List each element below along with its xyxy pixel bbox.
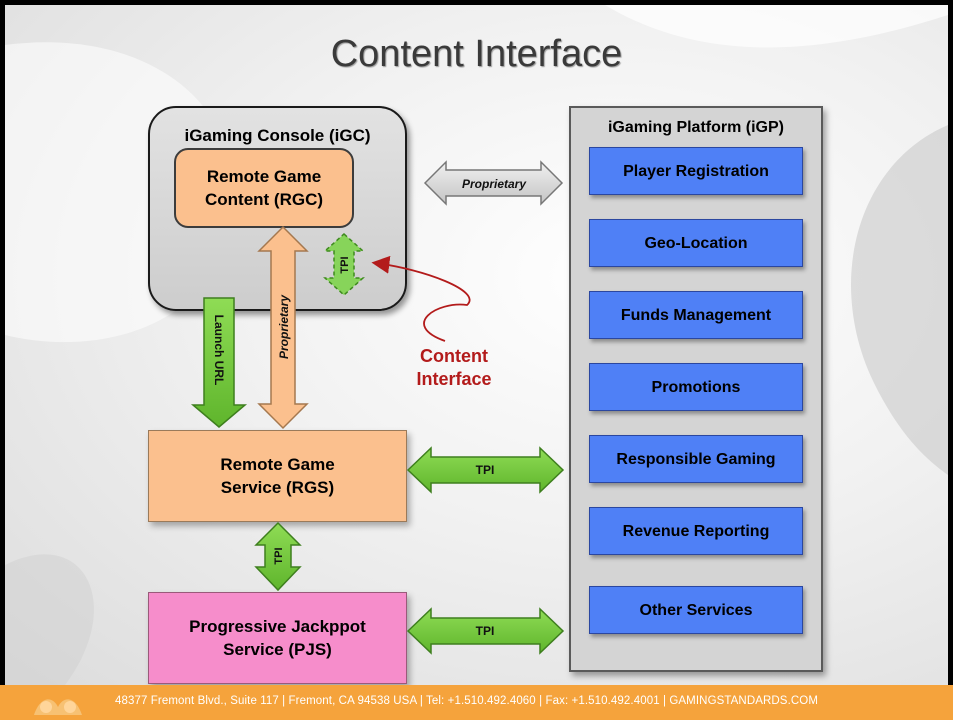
callout-line1: Content xyxy=(420,346,488,366)
rgs-label-line2: Service (RGS) xyxy=(220,478,335,497)
label-rgc-tpi: TPI xyxy=(339,256,351,273)
remote-game-content-box: Remote Game Content (RGC) xyxy=(174,148,354,228)
rgc-label-line2: Content (RGC) xyxy=(204,190,324,209)
arrow-pjs-igp xyxy=(406,607,565,655)
arrow-rgs-igp xyxy=(406,446,565,494)
igaming-console-label: iGaming Console (iGC) xyxy=(184,126,371,145)
label-rgs-pjs: TPI xyxy=(273,547,285,564)
service-revenue-reporting: Revenue Reporting xyxy=(589,507,803,555)
slide: Content Interface iGaming Console (iGC) … xyxy=(5,5,948,685)
pjs-label-line2: Service (PJS) xyxy=(223,640,332,659)
pjs-label-line1: Progressive Jackppot xyxy=(189,617,366,636)
rgc-label-line1: Remote Game xyxy=(206,167,322,186)
igaming-platform-label: iGaming Platform (iGP) xyxy=(607,119,784,136)
service-other-services: Other Services xyxy=(589,586,803,634)
page-title: Content Interface xyxy=(330,33,623,75)
connector-layer: Proprietary TPI Launch URL Proprietary T… xyxy=(190,160,565,655)
arrow-launch-url xyxy=(190,297,248,428)
service-funds-management: Funds Management xyxy=(589,291,803,339)
progressive-jackpot-service-box: Progressive Jackppot Service (PJS) xyxy=(148,592,407,684)
callout-line2: Interface xyxy=(416,369,491,389)
rgs-label-line1: Remote Game xyxy=(220,455,335,474)
callout-arrow xyxy=(371,255,471,342)
arrow-rgc-rgs xyxy=(257,225,309,430)
label-rgc-rgs: Proprietary xyxy=(277,294,291,359)
service-player-registration: Player Registration xyxy=(589,147,803,195)
label-rgs-igp: TPI xyxy=(476,463,495,477)
label-pjs-igp: TPI xyxy=(476,624,495,638)
remote-game-service-box: Remote Game Service (RGS) xyxy=(148,430,407,522)
arrow-rgs-pjs xyxy=(254,521,302,592)
footer-contact-text: 48377 Fremont Blvd., Suite 117 | Fremont… xyxy=(115,695,819,707)
arrow-igc-igp xyxy=(423,160,564,206)
service-promotions: Promotions xyxy=(589,363,803,411)
gsa-logo-icon xyxy=(34,699,82,715)
arrow-rgc-tpi xyxy=(323,232,365,297)
service-geo-location: Geo-Location xyxy=(589,219,803,267)
label-launch-url: Launch URL xyxy=(212,315,226,386)
service-responsible-gaming: Responsible Gaming xyxy=(589,435,803,483)
label-igc-igp: Proprietary xyxy=(462,177,527,191)
footer-bar: 48377 Fremont Blvd., Suite 117 | Fremont… xyxy=(0,685,953,720)
